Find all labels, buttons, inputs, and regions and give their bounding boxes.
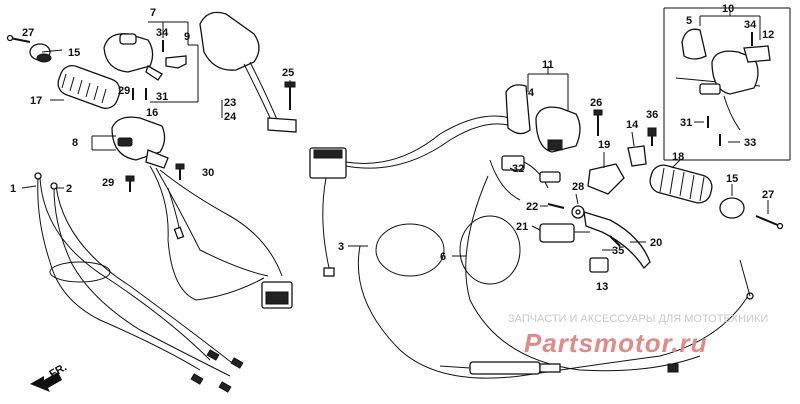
left-switch-group (6, 21, 293, 309)
callout-5: 5 (686, 15, 692, 27)
callout-33: 33 (744, 137, 756, 149)
callout-16: 16 (146, 107, 158, 119)
throttle-cables (34, 172, 244, 393)
callout-3: 3 (338, 241, 344, 253)
callout-29-bottom: 29 (102, 177, 114, 189)
callout-28: 28 (572, 181, 584, 193)
callout-7: 7 (150, 7, 156, 19)
callout-35: 35 (612, 245, 624, 257)
grip-ribs-right (659, 167, 705, 202)
callout-15-right: 15 (726, 173, 738, 185)
callout-26: 26 (590, 97, 602, 109)
right-grip (649, 164, 784, 230)
callout-27-right: 27 (762, 189, 774, 201)
callout-1: 1 (10, 183, 16, 195)
callout-20: 20 (650, 237, 662, 249)
callout-34-right: 34 (744, 19, 757, 31)
front-arrow-label: FR. (48, 361, 69, 380)
callout-23: 23 (224, 97, 236, 109)
callout-36: 36 (646, 109, 658, 121)
callout-4: 4 (528, 87, 535, 99)
watermark-caption: ЗАПЧАСТИ И АКСЕССУАРЫ ДЛЯ МОТОТЕХНИКИ (508, 313, 768, 325)
callout-2: 2 (66, 183, 72, 195)
callout-9: 9 (184, 31, 190, 43)
center-harness (309, 115, 513, 277)
callout-8: 8 (72, 137, 78, 149)
callout-14: 14 (626, 119, 639, 131)
callout-13: 13 (596, 281, 608, 293)
inset-right-switch (663, 7, 791, 161)
callout-27-left: 27 (22, 27, 34, 39)
callout-30: 30 (202, 167, 214, 179)
callout-21: 21 (516, 221, 528, 233)
callout-10: 10 (722, 3, 734, 15)
callout-32: 32 (512, 163, 524, 175)
watermark: ЗАПЧАСТИ И АКСЕССУАРЫ ДЛЯ МОТОТЕХНИКИ Pa… (508, 313, 768, 358)
right-switch-group (501, 66, 657, 273)
callout-31-left: 31 (156, 91, 168, 103)
callout-19: 19 (598, 139, 610, 151)
watermark-brand: Partsmotor.ru (524, 328, 708, 358)
front-arrow: FR. (30, 361, 69, 392)
callout-29-top: 29 (118, 85, 130, 97)
callout-17: 17 (30, 95, 42, 107)
callout-24: 24 (224, 111, 237, 123)
callout-31-right: 31 (680, 117, 692, 129)
callout-25: 25 (282, 67, 294, 79)
long-cables (357, 159, 754, 379)
callout-18: 18 (672, 151, 684, 163)
callout-22: 22 (526, 201, 538, 213)
mirror (199, 11, 297, 133)
callout-34-left: 34 (156, 27, 169, 39)
callout-15-left: 15 (68, 47, 80, 59)
grip-ribs-left (61, 73, 107, 104)
callout-6: 6 (440, 251, 446, 263)
callouts: 1 2 3 5 6 7 8 9 10 11 12 13 14 15 15 16 … (10, 3, 774, 293)
callout-11: 11 (542, 59, 554, 71)
callout-12: 12 (762, 29, 774, 41)
